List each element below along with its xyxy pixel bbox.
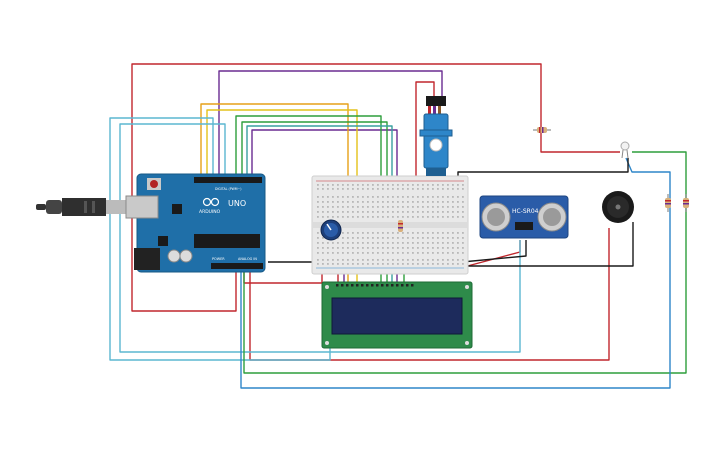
- led[interactable]: [620, 141, 630, 159]
- reset-button[interactable]: [150, 180, 158, 188]
- breadboard[interactable]: [311, 175, 469, 275]
- piezo-buzzer[interactable]: [602, 191, 634, 223]
- wire-red-servo[interactable]: [415, 81, 435, 186]
- resistor-right-1[interactable]: [665, 194, 671, 212]
- wire-red-sensor[interactable]: [459, 240, 521, 269]
- lcd-pin-header: [336, 284, 414, 287]
- ultrasonic-sensor[interactable]: HC-SR04: [479, 195, 569, 239]
- breadboard-resistor[interactable]: [398, 220, 403, 232]
- wire-black-sensor[interactable]: [461, 240, 527, 263]
- arduino-model-label: UNO: [228, 199, 246, 208]
- wire-lightblue-2[interactable]: [119, 123, 521, 353]
- wire-black-gnd[interactable]: [268, 261, 319, 270]
- sensor-label: HC-SR04: [512, 208, 539, 215]
- potentiometer[interactable]: [320, 219, 342, 241]
- wire-red-bottom[interactable]: [249, 228, 610, 361]
- resistor-top[interactable]: [533, 127, 551, 133]
- arduino-logo-icon: [202, 197, 220, 207]
- wire-red-top[interactable]: [131, 63, 620, 312]
- arduino-brand-label: ARDUINO: [199, 209, 221, 215]
- wire-blue-right[interactable]: [240, 157, 671, 389]
- resistor-right-2[interactable]: [683, 194, 689, 212]
- arduino-power-label: POWER: [212, 257, 225, 261]
- servo-motor[interactable]: [419, 96, 453, 176]
- arduino-digital-label: DIGITAL (PWM~): [215, 187, 241, 191]
- wire-green-right[interactable]: [243, 151, 687, 374]
- arduino-uno-board[interactable]: ARDUINO UNO DIGITAL (PWM~) POWER ANALOG …: [125, 173, 266, 273]
- lcd-display[interactable]: [321, 281, 473, 349]
- breadboard-holes: [317, 184, 464, 265]
- wire-black-buzzer[interactable]: [460, 222, 634, 267]
- usb-cable[interactable]: [36, 198, 128, 216]
- arduino-analog-label: ANALOG IN: [238, 257, 257, 261]
- wire-black-top[interactable]: [457, 158, 629, 186]
